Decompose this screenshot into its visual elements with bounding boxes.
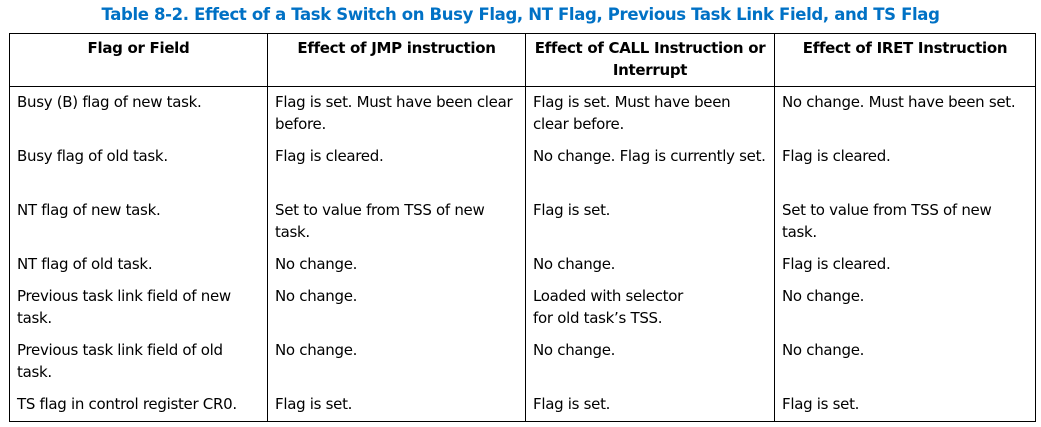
header-iret-effect: Effect of IRET Instruction	[774, 33, 1036, 87]
cell-call: Loaded with selector for old task’s TSS.	[525, 281, 775, 335]
table-row: Previous task link field of new task. No…	[9, 281, 1036, 335]
table-caption: Table 8-2. Effect of a Task Switch on Bu…	[101, 5, 940, 24]
cell-call: Flag is set.	[525, 389, 775, 422]
cell-call: No change.	[525, 335, 775, 389]
cell-field: Busy flag of old task.	[9, 141, 268, 195]
table-header-row: Flag or Field Effect of JMP instruction …	[9, 33, 1036, 87]
cell-jmp: Set to value from TSS of new task.	[267, 195, 526, 249]
cell-call: Flag is set. Must have been clear before…	[525, 86, 775, 141]
cell-jmp: No change.	[267, 335, 526, 389]
table-row: Previous task link field of old task. No…	[9, 335, 1036, 389]
header-jmp-effect: Effect of JMP instruction	[267, 33, 526, 87]
cell-iret: Set to value from TSS of new task.	[774, 195, 1036, 249]
cell-iret: Flag is cleared.	[774, 141, 1036, 195]
cell-field: NT flag of new task.	[9, 195, 268, 249]
table-row: NT flag of old task. No change. No chang…	[9, 249, 1036, 281]
cell-call: No change. Flag is currently set.	[525, 141, 775, 195]
cell-iret: No change. Must have been set.	[774, 86, 1036, 141]
cell-field: Previous task link field of new task.	[9, 281, 268, 335]
cell-field: Busy (B) flag of new task.	[9, 86, 268, 141]
cell-iret: Flag is cleared.	[774, 249, 1036, 281]
table-row: Busy (B) flag of new task. Flag is set. …	[9, 86, 1036, 141]
cell-call: Flag is set.	[525, 195, 775, 249]
cell-field: Previous task link field of old task.	[9, 335, 268, 389]
table-row: NT flag of new task. Set to value from T…	[9, 195, 1036, 249]
cell-jmp: No change.	[267, 281, 526, 335]
cell-iret: Flag is set.	[774, 389, 1036, 422]
cell-jmp: No change.	[267, 249, 526, 281]
cell-jmp: Flag is set.	[267, 389, 526, 422]
header-call-effect: Effect of CALL Instruction or Interrupt	[525, 33, 775, 87]
cell-jmp: Flag is cleared.	[267, 141, 526, 195]
cell-iret: No change.	[774, 335, 1036, 389]
cell-field: NT flag of old task.	[9, 249, 268, 281]
header-flag-or-field: Flag or Field	[9, 33, 268, 87]
table-row: Busy flag of old task. Flag is cleared. …	[9, 141, 1036, 195]
cell-field: TS flag in control register CR0.	[9, 389, 268, 422]
cell-iret: No change.	[774, 281, 1036, 335]
task-switch-effects-table: Flag or Field Effect of JMP instruction …	[9, 33, 1036, 422]
table-row: TS flag in control register CR0. Flag is…	[9, 389, 1036, 422]
cell-call: No change.	[525, 249, 775, 281]
cell-jmp: Flag is set. Must have been clear before…	[267, 86, 526, 141]
